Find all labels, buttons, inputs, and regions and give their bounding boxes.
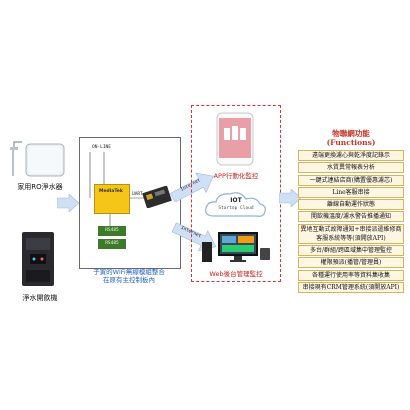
- functions-title-line1: 物聯網功能: [332, 129, 370, 138]
- function-item: 串接現有CRM管理系統(須開放API): [298, 281, 404, 293]
- ro-purifier-label: 家用RO淨水器: [17, 183, 63, 191]
- function-item: 一鍵式連結店商(購置優惠濾芯): [298, 174, 404, 186]
- wifi-module-chip: MediaTek: [94, 184, 130, 214]
- function-item: 多台/群組/跨區域集中管理監控: [298, 245, 404, 257]
- uart-label: UART: [132, 192, 143, 197]
- mcu-label: ON-LINE: [92, 145, 111, 150]
- function-item: 各種運行使用率等資料集收集: [298, 269, 404, 281]
- flow-arrow-devices: [56, 193, 80, 213]
- controller-caption: 子寅的WiFi無線模組整合 在原有主控制板內: [93, 268, 165, 284]
- startop-cloud-label: Startop Cloud: [218, 206, 254, 211]
- mobile-app-image: [216, 112, 254, 166]
- function-item: 異地互動式故障通知+串接派遣維修商客服系統等等(須開放API): [298, 223, 404, 244]
- app-caption: APP行動化監控: [213, 172, 259, 180]
- controller-panel: ON-LINE MediaTek UART RS485 RS485: [79, 137, 181, 269]
- web-dashboard-image: [200, 228, 272, 266]
- rs485-board-a: RS485: [98, 226, 126, 236]
- function-item: 水質異常報表分析: [298, 162, 404, 174]
- water-dispenser-image: [20, 230, 56, 288]
- function-item: 遠端更換濾心與乾淨度記錄示: [298, 150, 404, 161]
- function-item: 離線自動運作狀態: [298, 199, 404, 211]
- main-board-image: [142, 185, 172, 209]
- function-item: 開飲機溫度/濾水警告推播通知: [298, 211, 404, 223]
- water-dispenser-label: 淨水開飲機: [22, 294, 58, 302]
- functions-panel: 物聯網功能 (Functions) 遠端更換濾心與乾淨度記錄示 水質異常報表分析…: [298, 129, 404, 294]
- function-item: 權限預派(播管/管理員): [298, 257, 404, 269]
- web-caption: Web後台管理監控: [209, 270, 263, 278]
- function-item: Line客服串接: [298, 186, 404, 198]
- rs485-label-b: RS485: [105, 241, 119, 246]
- ro-purifier-image: [8, 138, 66, 182]
- rs485-board-b: RS485: [98, 239, 126, 249]
- cloud-icon: [204, 190, 268, 220]
- flow-arrow-functions: [278, 188, 302, 208]
- iot-label: IOT: [230, 197, 242, 204]
- cloud-monitoring-panel: APP行動化監控 IOT Startop Cloud Web後台管理監控: [191, 105, 281, 282]
- functions-list: 遠端更換濾心與乾淨度記錄示 水質異常報表分析 一鍵式連結店商(購置優惠濾芯) L…: [298, 150, 404, 293]
- rs485-label-a: RS485: [105, 228, 119, 233]
- wifi-module-label: MediaTek: [99, 189, 123, 194]
- functions-title-line2: (Functions): [326, 138, 376, 147]
